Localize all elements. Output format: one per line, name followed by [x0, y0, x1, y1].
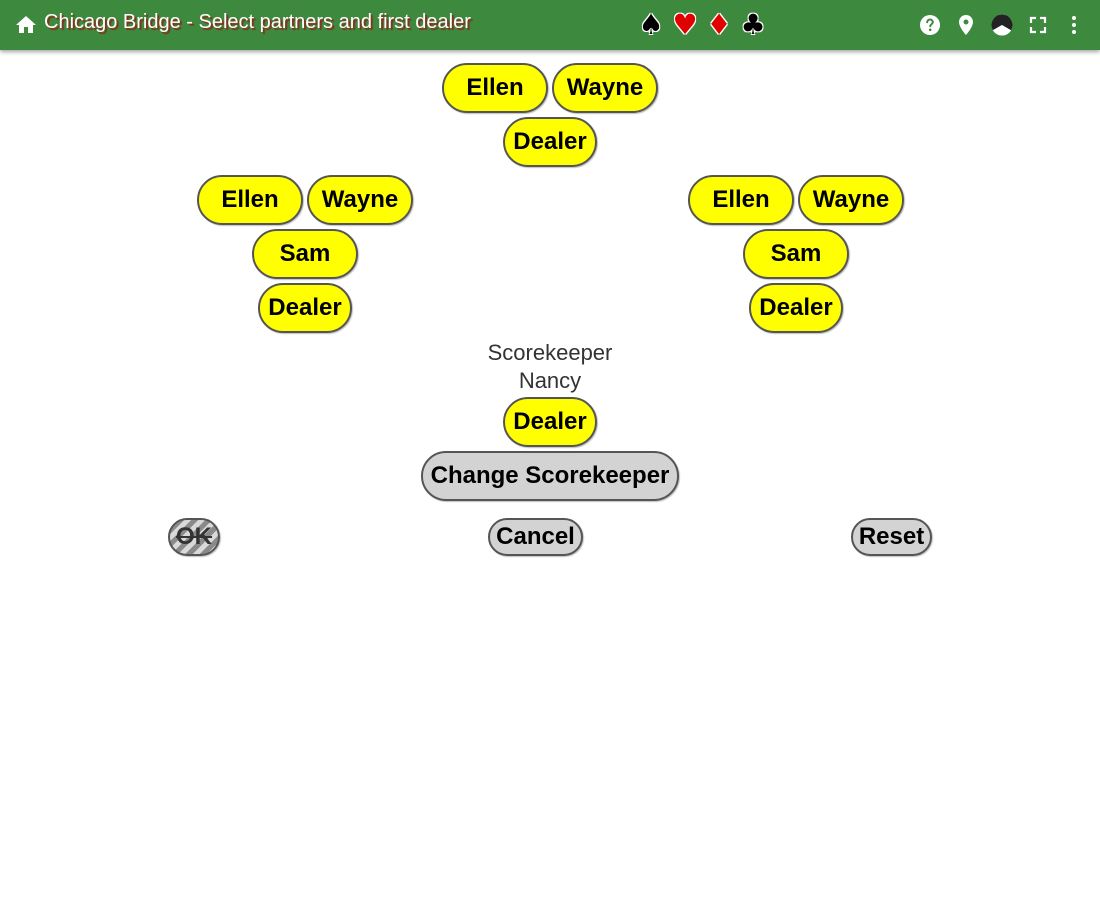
scorekeeper-name: Nancy	[518, 368, 582, 393]
north-player-button[interactable]: Ellen	[442, 63, 548, 113]
ok-button[interactable]: OK	[168, 518, 220, 556]
location-icon[interactable]	[954, 13, 978, 37]
fullscreen-icon[interactable]	[1026, 13, 1050, 37]
spade-icon: ♠	[638, 8, 664, 41]
north-player-button[interactable]: Wayne	[552, 63, 658, 113]
east-player-button[interactable]: Sam	[743, 229, 849, 279]
cancel-button[interactable]: Cancel	[488, 518, 583, 556]
west-player-button[interactable]: Sam	[252, 229, 358, 279]
top-app-bar: Chicago Bridge - Select partners and fir…	[0, 0, 1100, 50]
east-player-button[interactable]: Wayne	[798, 175, 904, 225]
home-icon[interactable]	[14, 13, 38, 37]
diamond-icon: ♦	[706, 8, 732, 41]
south-dealer-button[interactable]: Dealer	[503, 397, 597, 447]
west-player-button[interactable]: Wayne	[307, 175, 413, 225]
west-dealer-button[interactable]: Dealer	[258, 283, 352, 333]
reset-button[interactable]: Reset	[851, 518, 932, 556]
help-icon[interactable]	[918, 13, 942, 37]
north-dealer-button[interactable]: Dealer	[503, 117, 597, 167]
east-player-button[interactable]: Ellen	[688, 175, 794, 225]
west-player-button[interactable]: Ellen	[197, 175, 303, 225]
change-scorekeeper-button[interactable]: Change Scorekeeper	[421, 451, 679, 501]
heart-icon: ♥	[672, 8, 698, 41]
more-vert-icon[interactable]	[1062, 13, 1086, 37]
theme-icon[interactable]	[990, 13, 1014, 37]
suit-symbols: ♠ ♥ ♦ ♣	[638, 9, 766, 41]
page-title: Chicago Bridge - Select partners and fir…	[44, 11, 471, 33]
scorekeeper-label: Scorekeeper	[487, 340, 613, 365]
club-icon: ♣	[740, 8, 766, 41]
east-dealer-button[interactable]: Dealer	[749, 283, 843, 333]
